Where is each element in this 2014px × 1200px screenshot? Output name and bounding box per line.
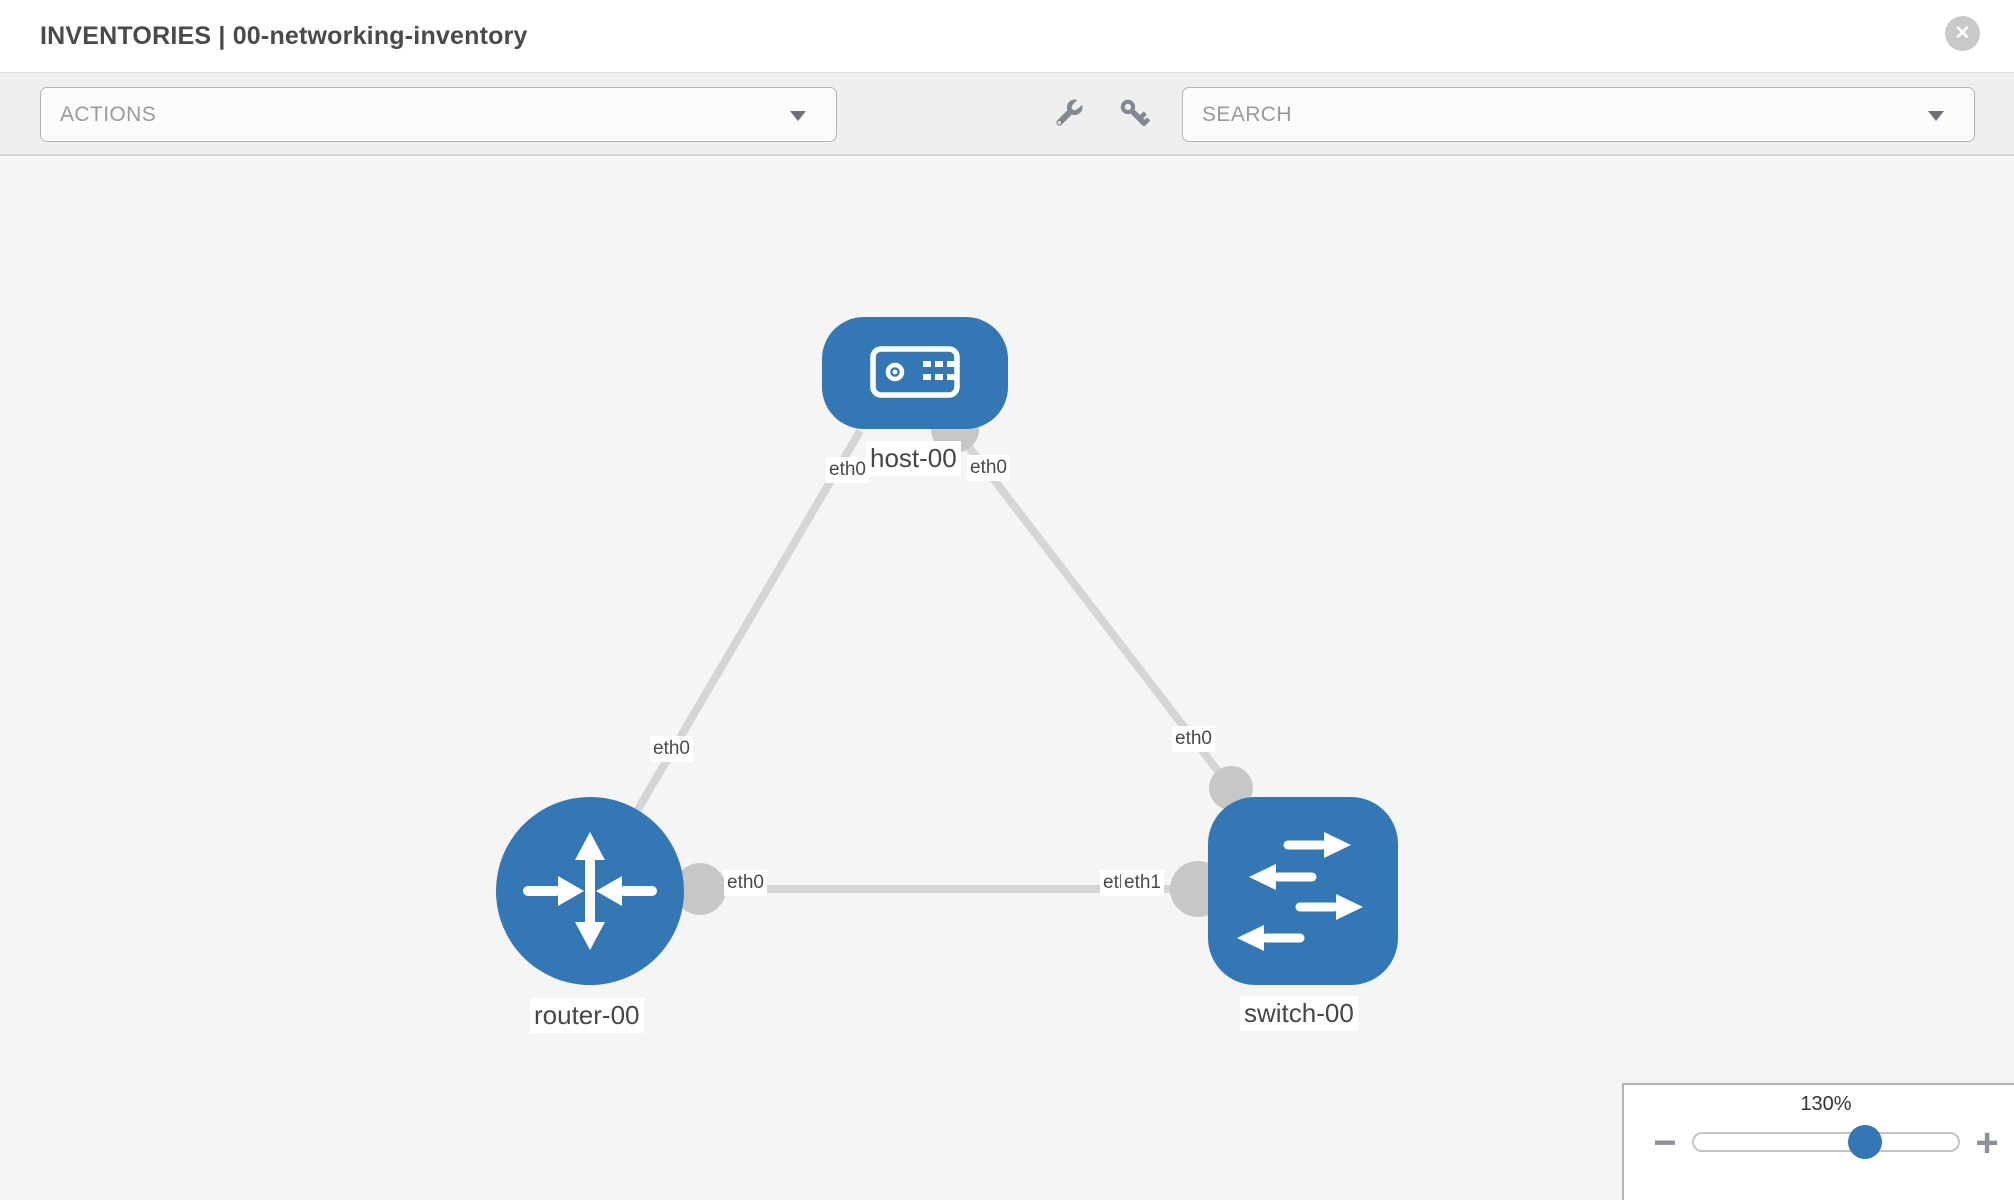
configure-button[interactable] [1049,95,1087,133]
search-dropdown-label: SEARCH [1202,102,1292,126]
host-icon [870,346,960,398]
zoom-slider-track[interactable] [1692,1132,1960,1152]
iface-label: eth0 [967,455,1010,481]
iface-label: eth0 [724,870,767,896]
node-label-host-00: host-00 [866,441,961,476]
connector-layer [674,405,1253,917]
chevron-down-icon [1928,110,1944,121]
zoom-in-button[interactable]: + [1967,1121,2007,1165]
topology-canvas[interactable]: eth0 host-00 eth0 eth0 eth0 eth0 eth0 et… [0,156,2014,1200]
page-title: INVENTORIES | 00-networking-inventory [40,21,528,50]
wrench-icon [1056,98,1084,126]
key-icon [1120,99,1150,126]
zoom-control-panel: 130% − + [1622,1083,2014,1200]
close-button[interactable]: ✕ [1945,16,1980,51]
actions-dropdown-label: ACTIONS [60,102,157,126]
zoom-out-button[interactable]: − [1645,1121,1685,1165]
node-label-switch-00: switch-00 [1240,996,1358,1031]
toolbar: ACTIONS SEARCH [0,73,2014,156]
node-switch-00[interactable] [1208,797,1398,985]
panel-header: INVENTORIES | 00-networking-inventory ✕ [0,0,2014,73]
node-router-00[interactable] [496,797,684,985]
router-icon [523,832,657,950]
edge-layer [586,426,1303,894]
iface-label: eth1 [1121,870,1164,896]
iface-label: eth0 [826,457,869,483]
actions-dropdown[interactable]: ACTIONS [40,87,837,142]
close-icon: ✕ [1954,23,1971,44]
chevron-down-icon [790,110,806,121]
minus-icon: − [1653,1120,1677,1165]
credentials-button[interactable] [1116,95,1154,133]
zoom-percent: 130% [1800,1093,1852,1115]
plus-icon: + [1975,1120,1999,1165]
node-label-router-00: router-00 [530,998,644,1033]
iface-label: eth0 [650,736,693,762]
search-dropdown[interactable]: SEARCH [1182,87,1975,142]
iface-label: eth0 [1172,726,1215,752]
switch-icon [1237,832,1363,951]
connector-router-eth0 [674,863,726,915]
zoom-slider-thumb[interactable] [1848,1125,1882,1159]
node-host-00[interactable] [822,317,1008,429]
